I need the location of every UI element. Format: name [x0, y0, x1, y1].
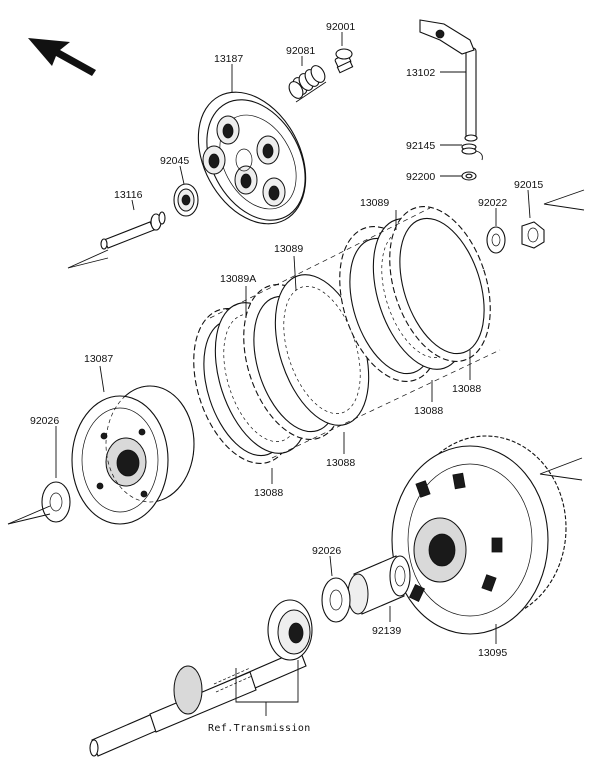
label-92139: 92139 [372, 625, 401, 637]
label-13088-bottom: 13088 [254, 487, 283, 499]
label-13089-mid: 13089 [274, 243, 303, 255]
thrust-washer-92026-right[interactable] [321, 577, 351, 623]
clutch-housing-13095[interactable] [391, 435, 567, 635]
label-13102: 13102 [406, 67, 435, 79]
label-13116: 13116 [114, 189, 143, 201]
washer-92200[interactable] [461, 171, 477, 181]
label-92200: 92200 [406, 171, 435, 183]
sleeve-92139[interactable] [347, 555, 411, 615]
label-92145: 92145 [406, 140, 435, 152]
label-ref-transmission: Ref.Transmission [208, 723, 311, 734]
washer-92022[interactable] [486, 226, 506, 254]
push-lever-shaft-13102[interactable] [419, 19, 478, 142]
clutch-hub-13087[interactable] [71, 385, 195, 525]
pressure-plate-13187[interactable] [177, 74, 327, 243]
label-92015: 92015 [514, 179, 543, 191]
alignment-guides [209, 207, 501, 459]
return-spring-92145[interactable] [461, 143, 483, 161]
label-13088-center: 13088 [414, 405, 443, 417]
axis-lines [7, 189, 585, 525]
push-rod-13116[interactable] [100, 211, 166, 250]
clutch-spring-92081[interactable] [286, 63, 327, 103]
bearing-92045[interactable] [173, 183, 199, 217]
label-13088-right: 13088 [452, 383, 481, 395]
label-13095: 13095 [478, 647, 507, 659]
label-92026-right: 92026 [312, 545, 341, 557]
bolt-92001[interactable] [334, 48, 354, 74]
label-92022: 92022 [478, 197, 507, 209]
label-92001: 92001 [326, 21, 355, 33]
label-13187: 13187 [214, 53, 243, 65]
front-direction-arrow-icon [28, 38, 96, 76]
thrust-washer-92026-left[interactable] [41, 481, 71, 523]
nut-92015[interactable] [521, 221, 545, 249]
label-13089-top: 13089 [360, 197, 389, 209]
label-92026-left: 92026 [30, 415, 59, 427]
friction-plate-13089-c[interactable] [372, 194, 509, 375]
label-13087: 13087 [84, 353, 113, 365]
label-92045: 92045 [160, 155, 189, 167]
label-13088-lower: 13088 [326, 457, 355, 469]
transmission-bearing[interactable] [267, 599, 313, 661]
transmission-shaft[interactable] [89, 649, 307, 757]
label-13089A: 13089A [220, 273, 256, 285]
label-92081: 92081 [286, 45, 315, 57]
leader-lines [55, 32, 531, 716]
